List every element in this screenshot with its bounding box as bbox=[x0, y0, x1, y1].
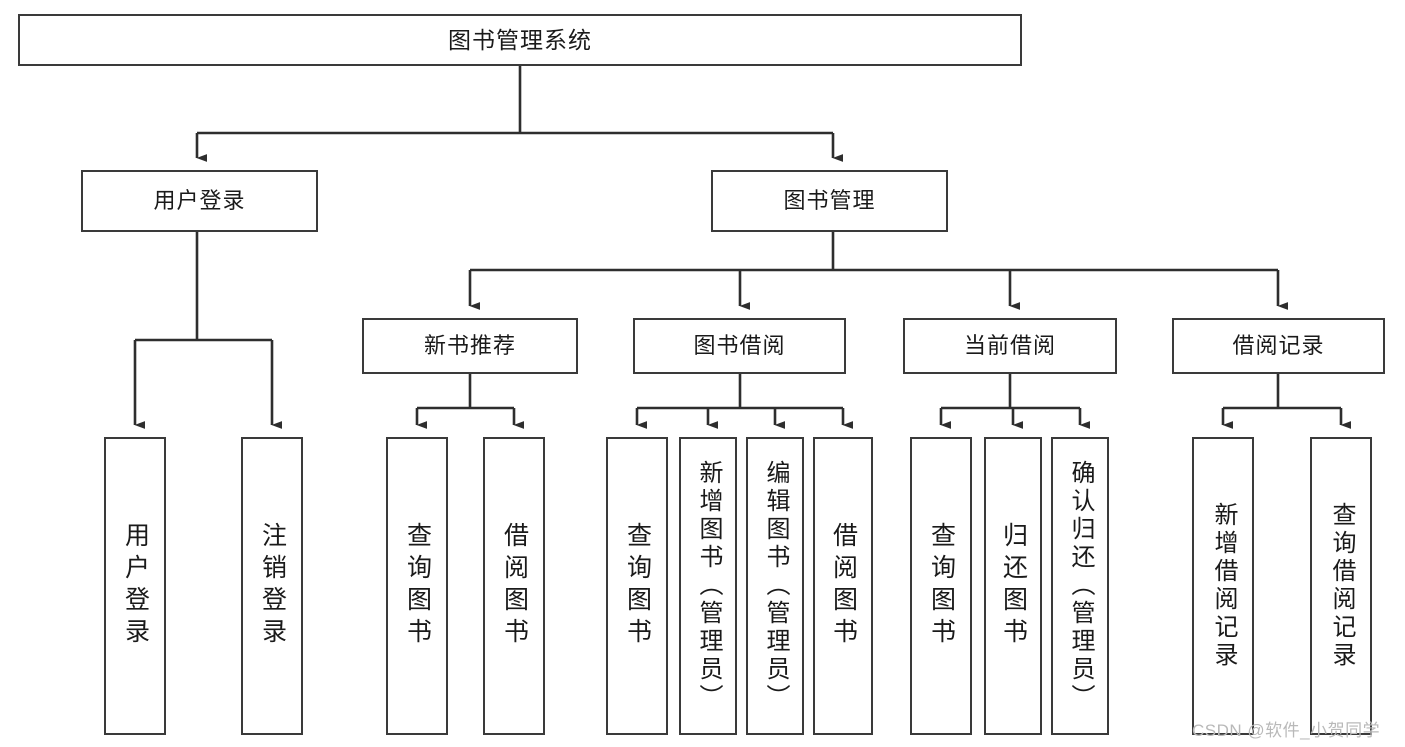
node-label: 注销登录 bbox=[258, 522, 287, 650]
node-root-system[interactable]: 图书管理系统 bbox=[18, 14, 1022, 66]
node-label: 用户登录 bbox=[153, 188, 246, 213]
leaf-edit-book-admin[interactable]: 编辑图书（管理员） bbox=[746, 437, 804, 735]
leaf-borrow-book-recommend[interactable]: 借阅图书 bbox=[483, 437, 545, 735]
leaf-return-book[interactable]: 归还图书 bbox=[984, 437, 1042, 735]
leaf-query-book-recommend[interactable]: 查询图书 bbox=[386, 437, 448, 735]
leaf-user-login[interactable]: 用户登录 bbox=[104, 437, 166, 735]
leaf-logout[interactable]: 注销登录 bbox=[241, 437, 303, 735]
node-label: 查询图书 bbox=[403, 522, 432, 650]
node-label: 用户登录 bbox=[121, 522, 150, 650]
node-label: 归还图书 bbox=[999, 522, 1028, 650]
leaf-borrow-book[interactable]: 借阅图书 bbox=[813, 437, 873, 735]
node-new-book-recommend[interactable]: 新书推荐 bbox=[362, 318, 578, 374]
node-label: 借阅图书 bbox=[829, 522, 858, 650]
node-label: 编辑图书（管理员） bbox=[762, 460, 789, 712]
node-book-manage[interactable]: 图书管理 bbox=[711, 170, 948, 232]
leaf-confirm-return-admin[interactable]: 确认归还（管理员） bbox=[1051, 437, 1109, 735]
node-label: 新增图书（管理员） bbox=[695, 460, 722, 712]
node-label: 查询借阅记录 bbox=[1328, 502, 1355, 670]
node-book-borrow[interactable]: 图书借阅 bbox=[633, 318, 846, 374]
leaf-query-book-current[interactable]: 查询图书 bbox=[910, 437, 972, 735]
node-label: 确认归还（管理员） bbox=[1067, 460, 1094, 712]
node-label: 新书推荐 bbox=[423, 333, 516, 358]
csdn-watermark: CSDN @软件_小贺同学 bbox=[1192, 721, 1381, 740]
node-label: 图书管理系统 bbox=[448, 26, 592, 53]
node-label: 图书管理 bbox=[783, 188, 876, 213]
node-label: 查询图书 bbox=[927, 522, 956, 650]
node-label: 图书借阅 bbox=[693, 333, 786, 358]
leaf-add-borrow-record[interactable]: 新增借阅记录 bbox=[1192, 437, 1254, 735]
leaf-add-book-admin[interactable]: 新增图书（管理员） bbox=[679, 437, 737, 735]
node-current-borrow[interactable]: 当前借阅 bbox=[903, 318, 1117, 374]
leaf-query-borrow-record[interactable]: 查询借阅记录 bbox=[1310, 437, 1372, 735]
node-label: 借阅图书 bbox=[500, 522, 529, 650]
node-borrow-record[interactable]: 借阅记录 bbox=[1172, 318, 1385, 374]
node-label: 当前借阅 bbox=[963, 333, 1056, 358]
leaf-query-book-borrow[interactable]: 查询图书 bbox=[606, 437, 668, 735]
node-label: 查询图书 bbox=[623, 522, 652, 650]
node-label: 新增借阅记录 bbox=[1210, 502, 1237, 670]
node-label: 借阅记录 bbox=[1232, 333, 1325, 358]
node-user-login[interactable]: 用户登录 bbox=[81, 170, 318, 232]
